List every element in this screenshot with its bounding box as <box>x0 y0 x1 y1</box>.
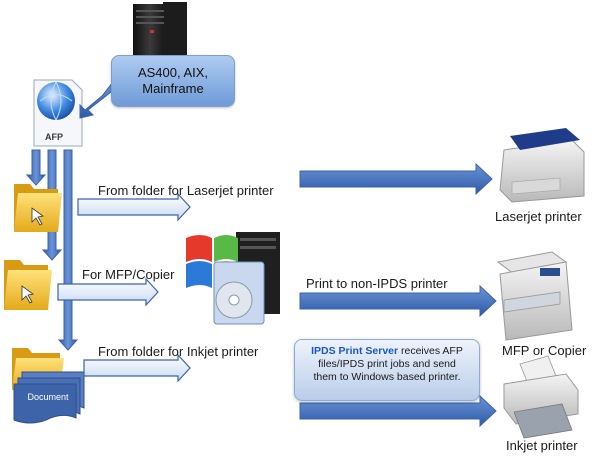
inkjet-flow-label: From folder for Inkjet printer <box>98 344 259 359</box>
inkjet-printer-label: Inkjet printer <box>506 438 578 453</box>
arrow-laserjet-to-server <box>77 192 191 222</box>
laserjet-printer-label: Laserjet printer <box>495 209 582 224</box>
ipds-text-3: them to Windows based printer. <box>313 371 461 383</box>
arrow-to-mfp <box>299 284 497 318</box>
afp-label: AFP <box>45 132 63 142</box>
mfp-folder-icon <box>4 260 52 310</box>
mfp-printer-icon <box>496 251 573 341</box>
laserjet-folder-icon <box>14 184 62 232</box>
ipds-server-name: IPDS Print Server <box>311 345 399 357</box>
mfp-flow-label: For MFP/Copier <box>82 267 175 282</box>
non-ipds-flow-label: Print to non-IPDS printer <box>306 276 448 291</box>
laserjet-flow-label: From folder for Laserjet printer <box>98 183 274 198</box>
document-stack-icon <box>13 371 85 424</box>
source-line-1: AS400, AIX, <box>137 65 209 80</box>
arrow-inkjet-to-server <box>83 353 191 383</box>
source-system-box: AS400, AIX, Mainframe <box>111 55 235 107</box>
arrow-to-laserjet <box>299 162 493 196</box>
windows-server-icon <box>186 232 280 325</box>
arrow-mfp-to-server <box>57 277 159 307</box>
source-line-2: Mainframe <box>142 81 204 96</box>
afp-file-icon <box>33 79 83 147</box>
arrow-source-to-afp <box>79 81 119 119</box>
ipds-text-2: files/IPDS print jobs and send <box>318 358 456 370</box>
inkjet-printer-icon <box>503 355 579 439</box>
mfp-printer-label: MFP or Copier <box>502 343 587 358</box>
laserjet-printer-icon <box>499 128 585 203</box>
arrow-to-inkjet <box>299 394 497 428</box>
ipds-server-description: IPDS Print Server receives AFP files/IPD… <box>294 339 480 401</box>
vertical-flow-arrows <box>25 149 79 351</box>
ipds-text-1: receives AFP <box>398 345 463 357</box>
document-label: Document <box>27 392 69 402</box>
